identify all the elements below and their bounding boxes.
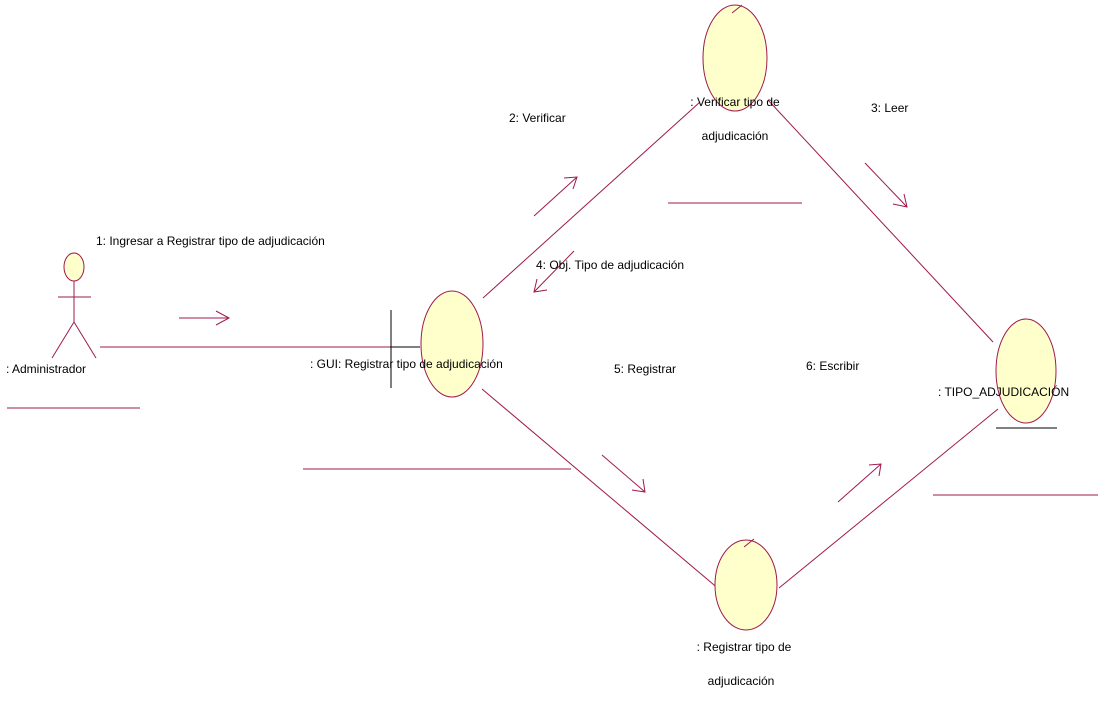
register-control-label-line2: adjudicación: [707, 674, 775, 688]
message-5-label: 5: Registrar: [614, 362, 677, 376]
arrow-message-5: [601, 454, 646, 493]
gui-label: : GUI: Registrar tipo de adjudicación: [310, 357, 503, 371]
control-icon: [702, 4, 768, 112]
verify-control-label-line1: : Verificar tipo de: [690, 95, 780, 109]
link-gui-register: [481, 388, 721, 591]
message-4-label: 4: Obj. Tipo de adjudicación: [536, 258, 685, 272]
arrow-message-1: [179, 310, 231, 326]
arrow-message-3: [864, 162, 908, 208]
control-icon: [714, 538, 778, 631]
message-2-label: 2: Verificar: [509, 111, 566, 125]
link-verify-entity: [767, 99, 994, 343]
administrator-label: : Administrador: [6, 362, 87, 376]
entity-icon: [995, 318, 1057, 429]
arrow-message-6: [837, 463, 882, 503]
arrow-message-2: [533, 176, 578, 217]
register-control-label-line1: : Registrar tipo de: [696, 640, 792, 654]
entity-label: : TIPO_ADJUDICACIÓN: [938, 385, 1070, 399]
arrow-message-4: [533, 250, 575, 293]
message-3-label: 3: Leer: [871, 101, 909, 115]
message-1-label: 1: Ingresar a Registrar tipo de adjudica…: [96, 234, 325, 248]
boundary-icon: [390, 290, 484, 398]
link-gui-verify: [482, 101, 701, 299]
actor-icon: [51, 252, 97, 359]
message-6-label: 6: Escribir: [806, 359, 860, 373]
link-register-entity: [778, 408, 999, 589]
verify-control-label-line2: adjudicación: [701, 129, 769, 143]
